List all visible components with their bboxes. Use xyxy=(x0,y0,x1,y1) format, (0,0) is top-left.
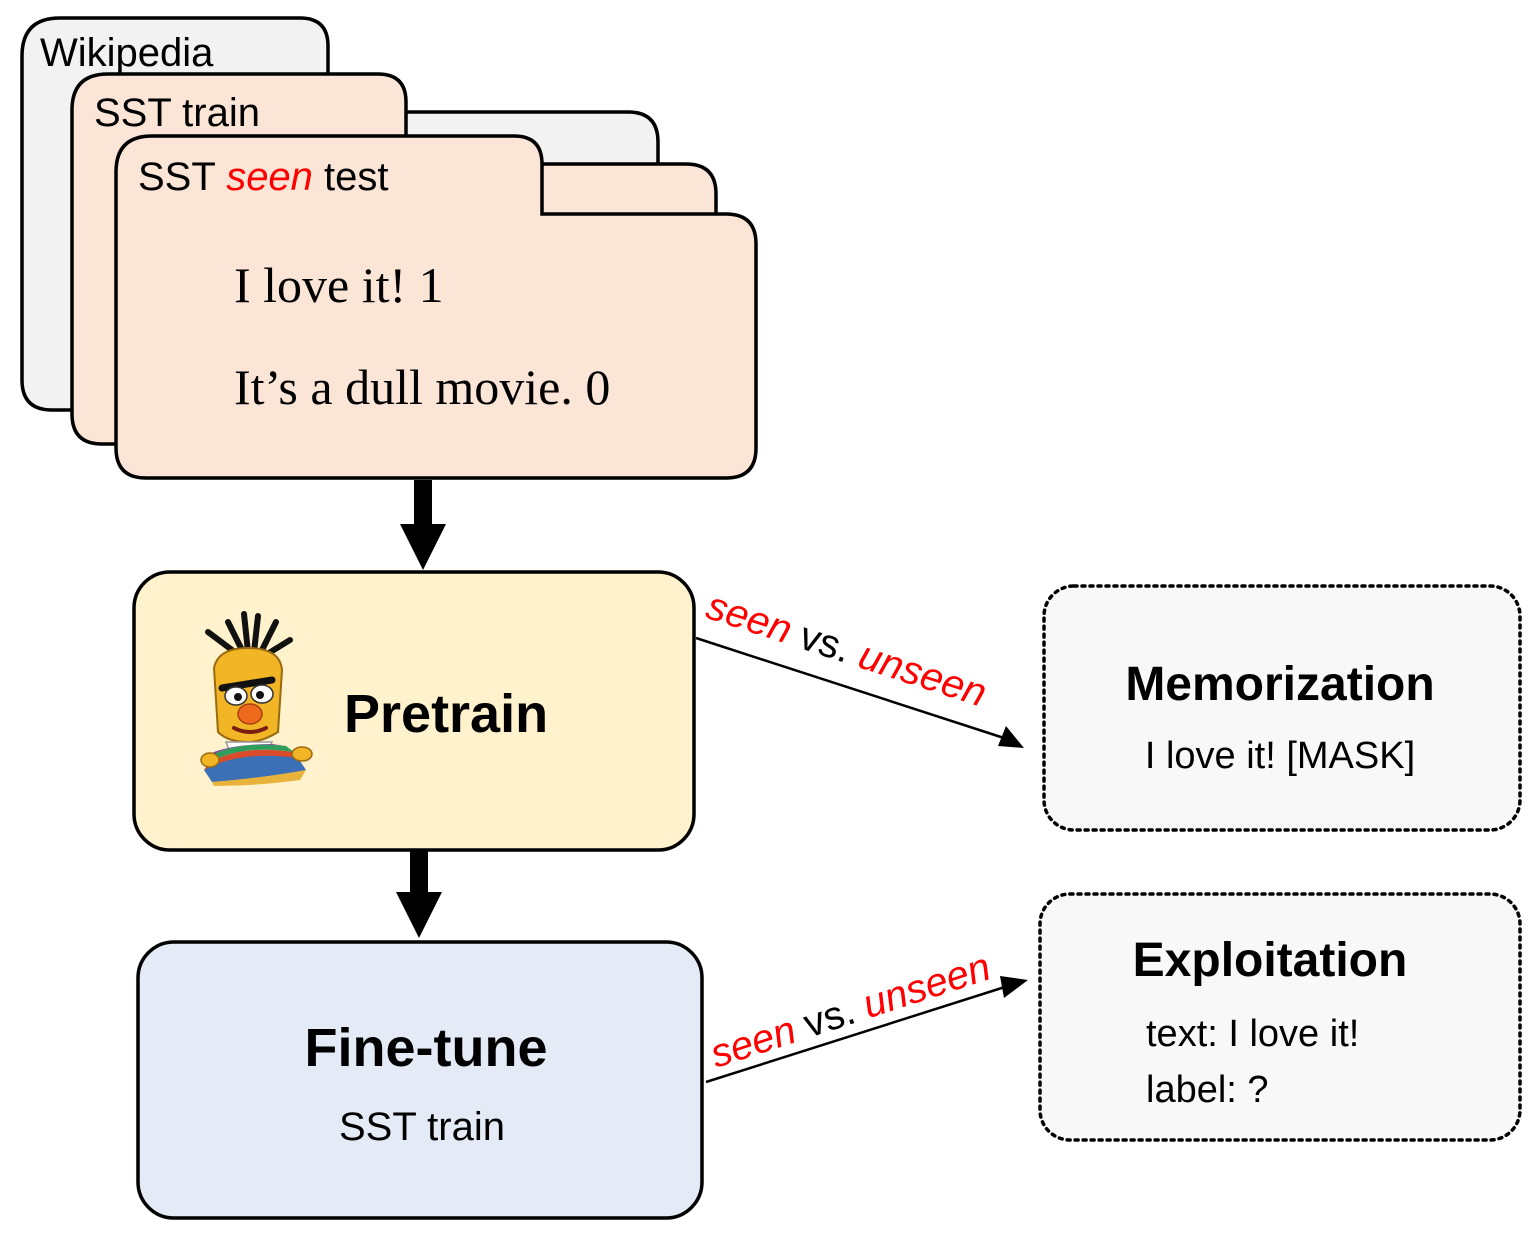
folder-sst-seen-test-label: SST seen test xyxy=(138,155,389,199)
edge-label-finetune-exploitation: seen vs. unseen xyxy=(705,945,996,1077)
edge-label-seen: seen xyxy=(701,584,797,653)
exploitation-box: Exploitation text: I love it! label: ? xyxy=(1038,892,1522,1142)
exploitation-title: Exploitation xyxy=(1133,934,1408,987)
arrow-folders-to-pretrain xyxy=(400,480,446,570)
label-highlight-seen: seen xyxy=(226,155,313,199)
edge-label-unseen: unseen xyxy=(853,633,991,715)
folder-sst-train-label: SST train xyxy=(94,91,260,135)
example-sentence-1: I love it! 1 xyxy=(234,257,444,313)
edge-label-unseen: unseen xyxy=(857,945,995,1027)
pretrain-label: Pretrain xyxy=(344,684,548,744)
memorization-title: Memorization xyxy=(1125,658,1434,711)
arrow-pretrain-to-finetune xyxy=(396,850,442,938)
edge-label-vs: vs. xyxy=(784,611,867,676)
edge-pretrain-to-memorization: seen vs. unseen xyxy=(695,584,1024,748)
finetune-box: Fine-tune SST train xyxy=(136,940,704,1220)
exploitation-label-line: label: ? xyxy=(1146,1069,1269,1111)
memorization-text: I love it! [MASK] xyxy=(1145,735,1415,777)
example-sentence-2: It’s a dull movie. 0 xyxy=(234,359,610,415)
folder-wikipedia-label: Wikipedia xyxy=(40,31,214,75)
label-prefix: SST xyxy=(138,155,226,199)
exploitation-text-line: text: I love it! xyxy=(1146,1013,1359,1055)
memorization-box: Memorization I love it! [MASK] xyxy=(1042,584,1522,832)
edge-label-vs: vs. xyxy=(788,985,871,1050)
folder-sst-seen-test: SST seen test I love it! 1 It’s a dull m… xyxy=(114,134,758,480)
bert-muppet-icon xyxy=(200,611,313,786)
finetune-sublabel: SST train xyxy=(339,1105,505,1149)
pretrain-box: Pretrain xyxy=(132,570,696,852)
label-suffix: test xyxy=(313,155,389,199)
edge-finetune-to-exploitation: seen vs. unseen xyxy=(705,945,1028,1084)
finetune-label: Fine-tune xyxy=(305,1018,548,1078)
edge-label-pretrain-memorization: seen vs. unseen xyxy=(701,584,992,716)
